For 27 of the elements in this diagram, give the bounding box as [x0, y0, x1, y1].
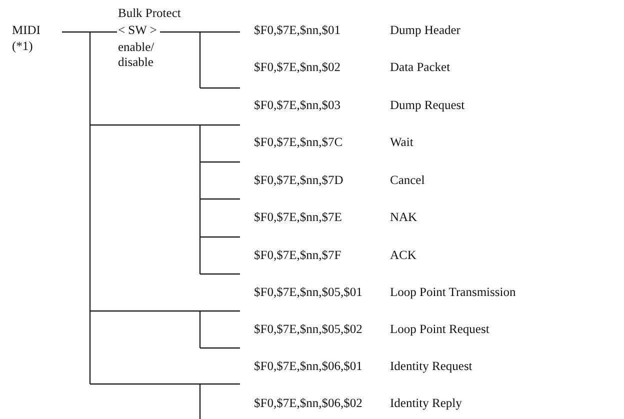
message-code: $F0,$7E,$nn,$05,$01 [254, 285, 362, 300]
message-code: $F0,$7E,$nn,$7C [254, 135, 343, 150]
message-code: $F0,$7E,$nn,$7F [254, 248, 342, 263]
note-mark: (*1) [12, 39, 33, 54]
switch-state-label: enable/ disable [118, 40, 156, 70]
message-name: Wait [390, 135, 414, 150]
message-name: Identity Request [390, 359, 472, 374]
message-code: $F0,$7E,$nn,$06,$01 [254, 359, 362, 374]
message-name: Cancel [390, 173, 425, 188]
message-code: $F0,$7E,$nn,$02 [254, 60, 340, 75]
message-name: Dump Header [390, 23, 460, 38]
message-code: $F0,$7E,$nn,$01 [254, 23, 340, 38]
message-code: $F0,$7E,$nn,$03 [254, 98, 340, 113]
message-name: Data Packet [390, 60, 450, 75]
message-code: $F0,$7E,$nn,$06,$02 [254, 396, 362, 411]
message-name: ACK [390, 248, 416, 263]
message-name: Loop Point Request [390, 322, 490, 337]
message-name: Loop Point Transmission [390, 285, 516, 300]
message-name: Identity Reply [390, 396, 462, 411]
port-label: MIDI [12, 23, 40, 38]
message-name: NAK [390, 210, 418, 225]
message-code: $F0,$7E,$nn,$05,$02 [254, 322, 362, 337]
message-code: $F0,$7E,$nn,$7E [254, 210, 342, 225]
message-name: Dump Request [390, 98, 465, 113]
switch-label: < SW > [118, 23, 157, 38]
switch-title: Bulk Protect [118, 6, 181, 21]
message-code: $F0,$7E,$nn,$7D [254, 173, 344, 188]
